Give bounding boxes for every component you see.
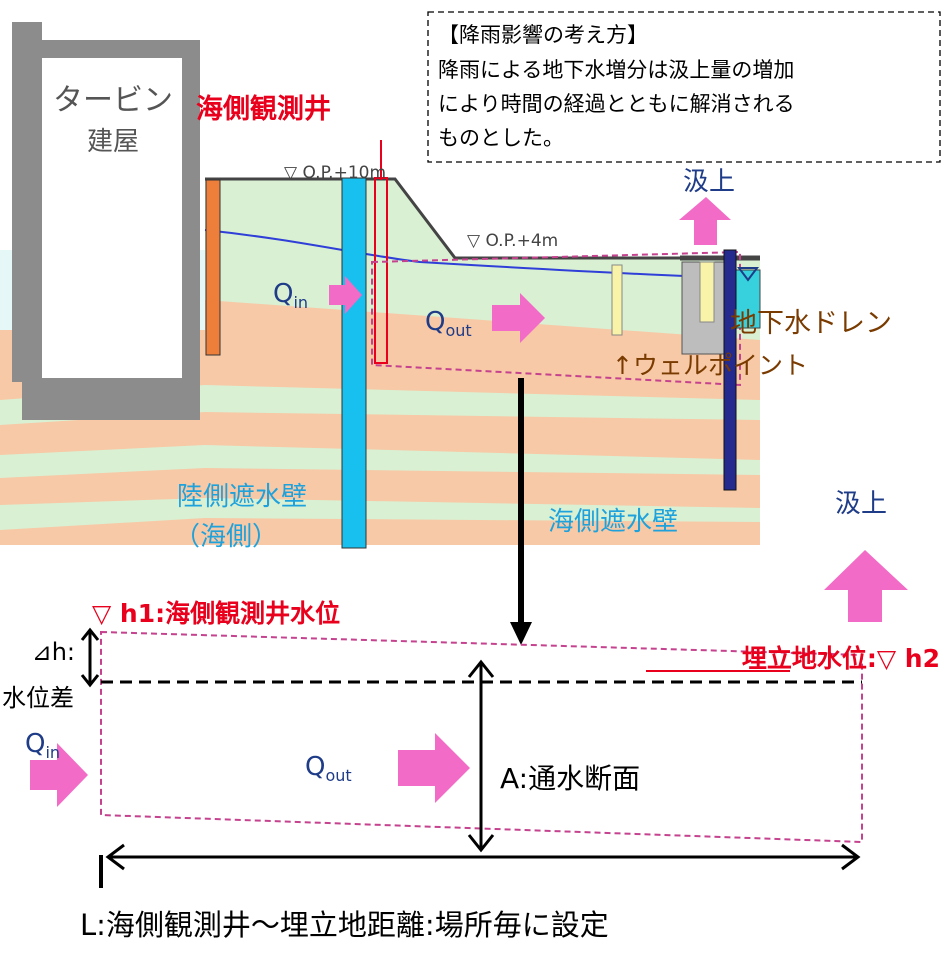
level-op10: ▽ O.P.+10m xyxy=(284,163,386,183)
q-out-lower: Qout xyxy=(305,752,352,785)
sea-level-mark xyxy=(737,267,759,282)
down-arrow-head xyxy=(510,622,532,645)
h1-label: ▽ h1:海側観測井水位 xyxy=(92,599,340,628)
area-arrow-bottom xyxy=(467,834,495,853)
q-out-upper: Qout xyxy=(425,307,472,340)
ground-surface xyxy=(205,177,680,260)
seaside-wall-label: 海側遮水壁 xyxy=(548,507,678,537)
turbine-building xyxy=(12,22,200,420)
pumping-label-top: 汲上 xyxy=(683,167,735,197)
flow-zone xyxy=(371,250,741,387)
note-line-3: ものとした。 xyxy=(438,126,564,150)
pump-arrow-upper xyxy=(679,197,731,245)
wellpoint-label: ↑ウェルポイント xyxy=(612,351,808,380)
landside-wall xyxy=(341,177,367,549)
water-table xyxy=(204,229,741,279)
drain-pipe xyxy=(699,261,715,323)
q-in-lower: Qin xyxy=(25,729,60,762)
h2-label: 埋立地水位:▽ h2 xyxy=(742,644,940,673)
dh-label-2: 水位差 xyxy=(2,684,74,712)
section-box xyxy=(100,630,863,844)
distance-label: L:海側観測井～埋立地距離:場所毎に設定 xyxy=(80,908,609,942)
landside-wall-label-1: 陸側遮水壁 xyxy=(177,482,307,512)
dh-label-1: ⊿h: xyxy=(32,638,75,666)
note-line-2: により時間の経過とともに解消される xyxy=(438,92,795,116)
area-label: A:通水断面 xyxy=(500,762,640,795)
seaside-wall xyxy=(723,249,737,491)
note-line-1: 降雨による地下水増分は汲上量の増加 xyxy=(438,58,794,82)
building-label-1: タービン xyxy=(53,83,173,118)
area-arrow-top xyxy=(467,659,495,678)
wellpoint-pipe xyxy=(611,264,623,336)
distance-arrow-left xyxy=(105,843,125,871)
distance-arrow-right xyxy=(841,843,861,871)
q-out-arrow-upper xyxy=(492,293,545,343)
q-in-upper: Qin xyxy=(273,279,308,312)
dh-arrow-bottom xyxy=(80,674,100,688)
q-in-arrow-lower xyxy=(30,743,88,807)
landside-wall-label-2: （海側） xyxy=(174,522,278,552)
q-out-arrow-lower xyxy=(398,733,470,803)
level-op4: ▽ O.P.+4m xyxy=(467,231,558,251)
q-in-arrow-upper xyxy=(329,276,362,314)
dh-arrow-top xyxy=(80,627,100,641)
note-title: 【降雨影響の考え方】 xyxy=(438,23,648,47)
note-box xyxy=(427,11,941,163)
building-label-2: 建屋 xyxy=(87,127,139,157)
observation-well-title: 海側観測井 xyxy=(196,93,331,125)
pump-arrow-lower xyxy=(824,550,908,622)
orange-pile xyxy=(205,179,221,356)
pumping-label-right: 汲上 xyxy=(835,489,887,519)
drain-label: 地下水ドレン xyxy=(730,308,892,339)
